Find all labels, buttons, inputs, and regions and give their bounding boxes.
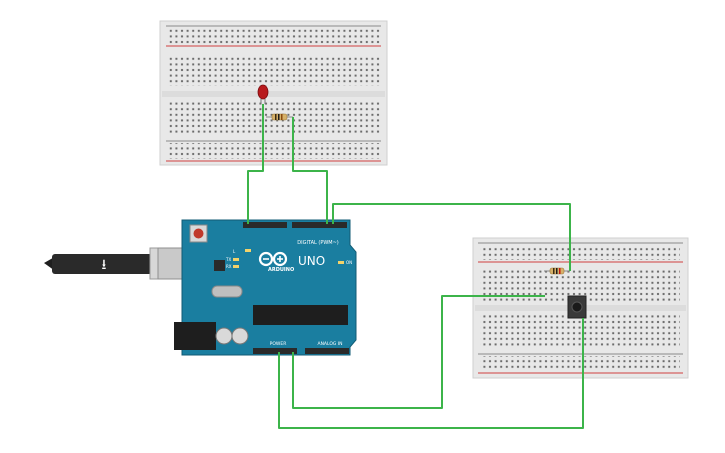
arduino-logo-icon	[258, 251, 288, 267]
analog-header-label: ANALOG IN	[317, 341, 342, 347]
reset-button-cap	[193, 228, 204, 239]
pushbutton[interactable]	[567, 295, 587, 319]
wires[interactable]	[247, 104, 584, 429]
capacitor	[215, 327, 233, 345]
usb-chip	[214, 260, 225, 271]
red-led[interactable]	[257, 84, 269, 104]
terminal-holes-lower	[480, 314, 680, 348]
wire-gnd-to-button[interactable]	[292, 295, 545, 409]
arduino-brand: ARDUINO	[268, 267, 294, 273]
on-led-label: ON	[346, 260, 352, 265]
resistor-band	[281, 114, 283, 120]
digital-header-left	[243, 222, 287, 228]
power-rail-holes	[480, 356, 680, 371]
wire-5v-to-button[interactable]	[278, 318, 584, 429]
capacitor	[231, 327, 249, 345]
tx-led	[233, 258, 239, 261]
power-rail-holes	[168, 143, 380, 159]
resistor-right[interactable]	[544, 267, 570, 275]
wire-pin-to-button-resistor[interactable]	[332, 203, 571, 271]
power-rail-holes	[480, 245, 680, 260]
analog-header	[305, 348, 349, 354]
usb-icon: ⭳	[102, 257, 107, 273]
l-led	[245, 249, 251, 252]
wire-resistor-to-pin[interactable]	[292, 117, 328, 224]
terminal-holes-upper	[168, 55, 380, 86]
digital-header-label: DIGITAL (PWM~)	[297, 240, 339, 246]
wire-led-to-gnd[interactable]	[247, 104, 264, 224]
crystal-oscillator	[211, 285, 243, 298]
power-rail-holes	[168, 28, 380, 44]
arduino-uno[interactable]: DIGITAL (PWM~) ARDUINO UNO L TX RX ON	[174, 219, 357, 356]
resistor-band	[556, 268, 558, 274]
on-led	[338, 261, 344, 264]
center-channel	[162, 91, 385, 97]
resistor-band	[559, 268, 561, 274]
tx-led-label: TX	[225, 257, 231, 262]
rx-led-label: RX	[226, 264, 232, 269]
resistor-band	[275, 114, 277, 120]
rx-led	[233, 265, 239, 268]
breadboard-top[interactable]	[159, 20, 388, 166]
digital-header-right	[292, 222, 347, 228]
power-jack	[174, 322, 216, 350]
atmega-chip	[253, 305, 348, 325]
arduino-model: UNO	[298, 254, 325, 268]
led-body	[257, 84, 269, 100]
power-header	[253, 348, 297, 354]
power-header-label: POWER	[270, 341, 287, 347]
l-led-label: L	[233, 249, 236, 254]
pushbutton-cap	[571, 301, 583, 313]
usb-cable-body	[52, 254, 152, 274]
resistor-top[interactable]	[266, 113, 293, 121]
resistor-band	[553, 268, 555, 274]
resistor-band	[278, 114, 280, 120]
